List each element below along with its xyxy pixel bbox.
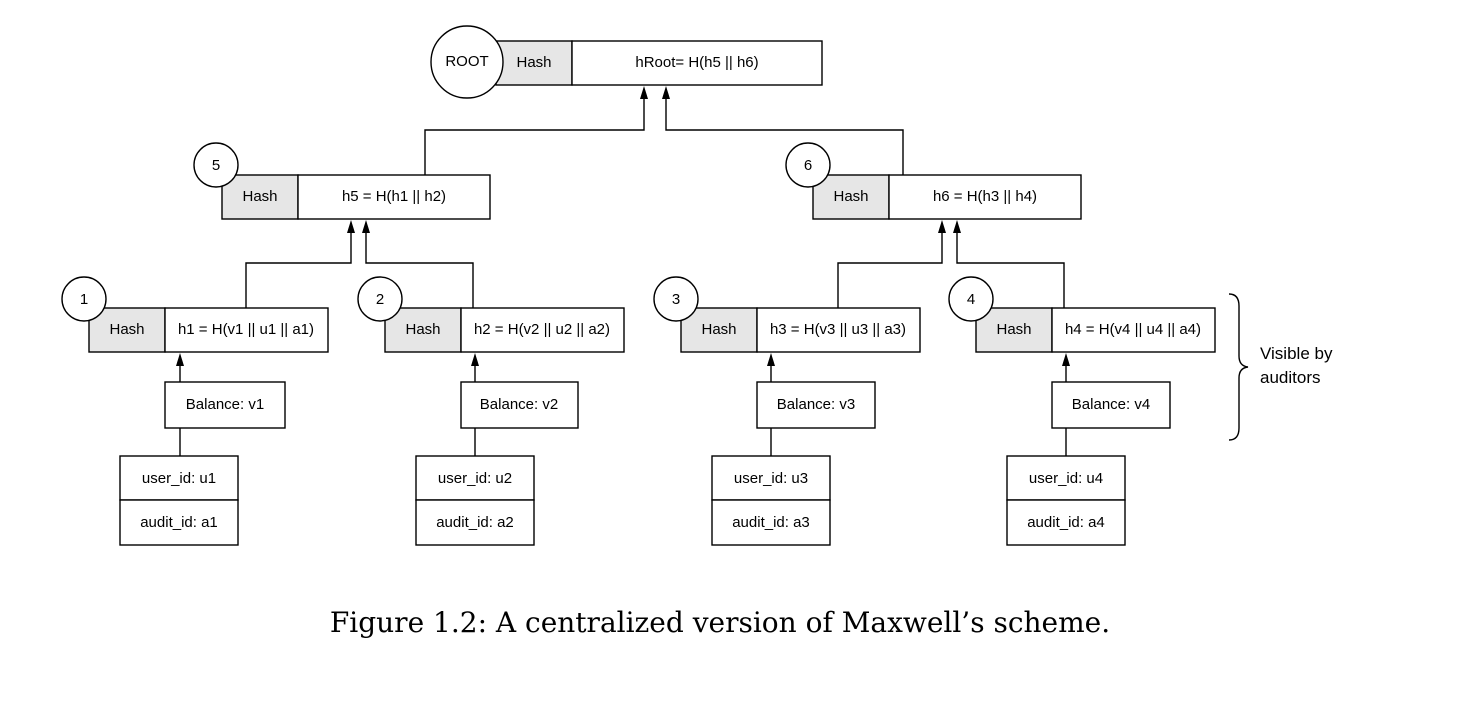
root-value-cell <box>571 40 823 86</box>
audit-id-label: audit_id: a3 <box>732 514 810 531</box>
arrowhead <box>662 86 670 99</box>
arrowhead <box>362 220 370 233</box>
node-value: h1 = H(v1 || u1 || a1) <box>178 321 314 338</box>
edge-n3-n6 <box>837 232 943 308</box>
root-label: ROOT <box>445 53 488 70</box>
balance-box <box>756 381 876 429</box>
node-circle <box>357 276 403 322</box>
root-hash-label: Hash <box>516 54 551 71</box>
figure-caption: Figure 1.2: A centralized version of Max… <box>330 606 1110 639</box>
node-number: 2 <box>376 291 384 308</box>
node-circle <box>193 142 239 188</box>
node-value-cell <box>460 307 625 353</box>
connectors <box>179 98 1067 456</box>
node-hash-label: Hash <box>996 321 1031 338</box>
curly-brace <box>1228 293 1249 441</box>
node-hash-label: Hash <box>833 188 868 205</box>
balance-box <box>460 381 579 429</box>
root-node: Hash hRoot= H(h5 || h6) ROOT <box>430 25 823 99</box>
node-value: h5 = H(h1 || h2) <box>342 188 446 205</box>
user-id-label: user_id: u1 <box>142 470 216 487</box>
arrowheads <box>176 86 1070 366</box>
node-value: h6 = H(h3 || h4) <box>933 188 1037 205</box>
hash-node-6: Hash h6 = H(h3 || h4) 6 <box>785 142 1082 220</box>
node-hash-label: Hash <box>242 188 277 205</box>
edge-n6-root <box>665 98 904 175</box>
annotation-line-1: Visible by <box>1260 344 1333 363</box>
node-value-cell <box>164 307 329 353</box>
node-number: 3 <box>672 291 680 308</box>
node-value-cell <box>1051 307 1216 353</box>
balance-label: Balance: v2 <box>480 396 558 413</box>
node-value: h3 = H(v3 || u3 || a3) <box>770 321 906 338</box>
annotation-line-2: auditors <box>1260 368 1320 387</box>
edge-n2-n5 <box>365 232 474 308</box>
balance-box <box>164 381 286 429</box>
hash-node-1: Hash h1 = H(v1 || u1 || a1) 1 <box>61 276 329 353</box>
arrowhead <box>471 353 479 366</box>
root-circle <box>430 25 504 99</box>
node-number: 4 <box>967 291 975 308</box>
arrowhead <box>640 86 648 99</box>
arrowhead <box>767 353 775 366</box>
user-id-label: user_id: u4 <box>1029 470 1103 487</box>
root-value: hRoot= H(h5 || h6) <box>635 54 758 71</box>
audit-id-label: audit_id: a1 <box>140 514 218 531</box>
audit-id-cell <box>415 499 535 546</box>
audit-id-cell <box>1006 499 1126 546</box>
node-circle <box>948 276 994 322</box>
audit-id-label: audit_id: a2 <box>436 514 514 531</box>
node-number: 1 <box>80 291 88 308</box>
arrowhead <box>938 220 946 233</box>
leaf-1: Balance: v1 user_id: u1 audit_id: a1 <box>119 381 286 546</box>
arrowhead <box>1062 353 1070 366</box>
edge-n4-n6 <box>956 232 1065 308</box>
edge-n5-root <box>424 98 645 175</box>
leaf-4: Balance: v4 user_id: u4 audit_id: a4 <box>1006 381 1171 546</box>
audit-id-label: audit_id: a4 <box>1027 514 1105 531</box>
node-hash-cell <box>88 307 166 353</box>
node-value-cell <box>888 174 1082 220</box>
user-id-cell <box>119 455 239 501</box>
node-value-cell <box>756 307 921 353</box>
user-id-label: user_id: u2 <box>438 470 512 487</box>
node-circle <box>653 276 699 322</box>
leaf-3: Balance: v3 user_id: u3 audit_id: a3 <box>711 381 876 546</box>
user-id-cell <box>711 455 831 501</box>
hash-node-3: Hash h3 = H(v3 || u3 || a3) 3 <box>653 276 921 353</box>
arrowhead <box>176 353 184 366</box>
arrowhead <box>347 220 355 233</box>
node-number: 5 <box>212 157 220 174</box>
edge-n1-n5 <box>245 232 352 308</box>
hash-node-2: Hash h2 = H(v2 || u2 || a2) 2 <box>357 276 625 353</box>
node-circle <box>785 142 831 188</box>
node-circle <box>61 276 107 322</box>
node-value: h2 = H(v2 || u2 || a2) <box>474 321 610 338</box>
balance-box <box>1051 381 1171 429</box>
hash-node-5: Hash h5 = H(h1 || h2) 5 <box>193 142 491 220</box>
node-hash-cell <box>680 307 758 353</box>
hash-node-4: Hash h4 = H(v4 || u4 || a4) 4 <box>948 276 1216 353</box>
balance-label: Balance: v3 <box>777 396 855 413</box>
leaf-2: Balance: v2 user_id: u2 audit_id: a2 <box>415 381 579 546</box>
balance-label: Balance: v4 <box>1072 396 1150 413</box>
node-hash-label: Hash <box>109 321 144 338</box>
arrowhead <box>953 220 961 233</box>
audit-id-cell <box>711 499 831 546</box>
balance-label: Balance: v1 <box>186 396 264 413</box>
node-number: 6 <box>804 157 812 174</box>
node-hash-label: Hash <box>405 321 440 338</box>
node-value-cell <box>297 174 491 220</box>
node-hash-label: Hash <box>701 321 736 338</box>
node-value: h4 = H(v4 || u4 || a4) <box>1065 321 1201 338</box>
user-id-cell <box>1006 455 1126 501</box>
node-hash-cell <box>221 174 299 220</box>
user-id-label: user_id: u3 <box>734 470 808 487</box>
audit-id-cell <box>119 499 239 546</box>
